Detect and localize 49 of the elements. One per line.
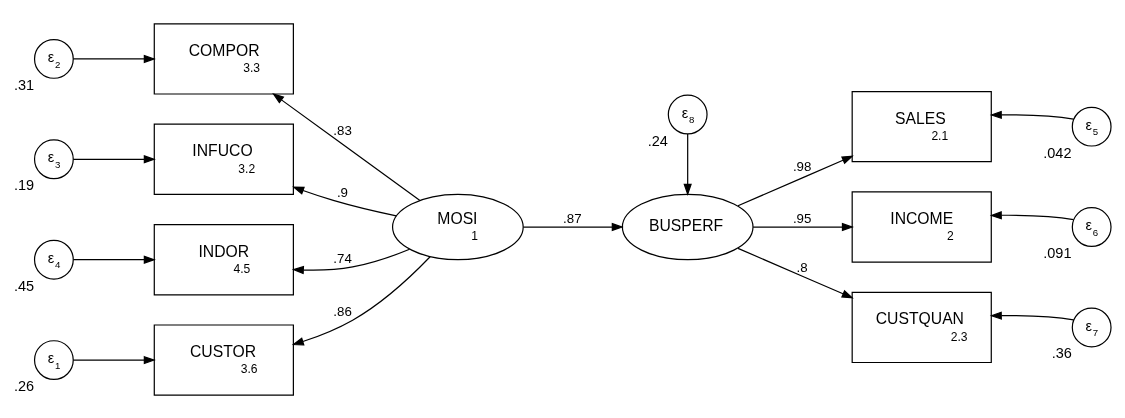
node-box: CUSTQUAN 2.3	[851, 291, 992, 363]
node-circle: ε$_{8}$	[667, 94, 708, 134]
node-box: COMPOR 3.3	[153, 22, 294, 95]
node-label: .45	[13, 277, 35, 294]
node-circle: ε$_{7}$	[1071, 306, 1112, 347]
arrow	[291, 255, 431, 345]
node-ellipse: BUSPERF	[621, 193, 754, 260]
node-label: .091	[1043, 244, 1072, 261]
node-box: SALES 2.1	[851, 90, 992, 162]
edge-label: .86	[333, 303, 352, 319]
edge-label: .98	[792, 158, 812, 174]
edge-label: .87	[563, 210, 582, 226]
arrow	[737, 247, 854, 299]
arrow	[272, 92, 421, 201]
node-label: .26	[13, 377, 35, 394]
node-label: .36	[1051, 344, 1072, 361]
arrow	[522, 222, 624, 231]
arrow	[72, 154, 156, 164]
node-label: .19	[13, 176, 35, 193]
arrow	[752, 222, 854, 231]
arrow	[291, 248, 411, 274]
node-circle: ε$_{5}$	[1071, 106, 1112, 147]
arrow	[989, 310, 1075, 321]
edge-label: .9	[336, 184, 349, 200]
node-circle: ε$_{2}$	[33, 38, 74, 79]
edge-label: .74	[333, 250, 352, 266]
arrow	[737, 155, 854, 206]
arrow	[72, 254, 156, 264]
node-circle: ε$_{4}$	[33, 239, 74, 280]
node-box: CUSTOR 3.6	[153, 323, 294, 396]
arrow	[989, 210, 1075, 220]
node-ellipse: MOSI 1	[391, 193, 524, 260]
node-circle: ε$_{3}$	[33, 138, 74, 179]
edge-label: .83	[333, 122, 352, 138]
node-label: .24	[647, 132, 668, 149]
arrow	[72, 54, 156, 63]
edge-label: .95	[792, 210, 812, 226]
node-box: INFUCO 3.2	[153, 123, 294, 195]
edge-label: .8	[796, 259, 808, 275]
arrow	[683, 133, 692, 196]
node-label: .042	[1043, 144, 1072, 161]
arrow	[72, 355, 156, 364]
node-box: INDOR 4.5	[153, 223, 294, 295]
node-circle: ε$_{6}$	[1071, 206, 1112, 247]
arrow	[292, 186, 397, 216]
node-circle: ε$_{1}$	[33, 339, 74, 380]
node-label: .31	[13, 76, 35, 93]
node-box: INCOME 2	[851, 190, 992, 263]
arrow	[989, 110, 1075, 120]
